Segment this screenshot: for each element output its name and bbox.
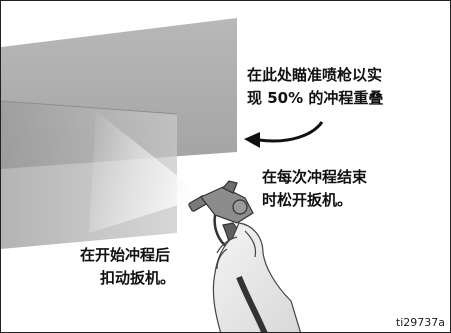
- release-callout-line-1: 在每次冲程结束: [262, 168, 368, 186]
- arrow-head: [244, 132, 260, 148]
- pull-callout-line-2: 扣动扳机。: [100, 269, 176, 287]
- hand: [212, 222, 302, 332]
- curved-arrow: [258, 121, 324, 143]
- spray-cone: [89, 111, 204, 233]
- aim-callout-line-1: 在此处瞄准喷枪以实: [247, 66, 383, 84]
- aim-callout-line-2: 现 50% 的冲程重叠: [247, 89, 384, 107]
- pull-callout-line-1: 在开始冲程后: [80, 246, 171, 264]
- pull-trigger-callout: 在开始冲程后 扣动扳机。: [80, 244, 175, 290]
- release-callout-line-2: 时松开扳机。: [262, 191, 353, 209]
- hose: [236, 275, 268, 332]
- band-overlap-edge: [1, 100, 178, 115]
- aim-callout: 在此处瞄准喷枪以实 现 50% 的冲程重叠: [247, 64, 383, 110]
- release-trigger-callout: 在每次冲程结束 时松开扳机。: [262, 166, 367, 212]
- figure-id: ti29737a: [395, 316, 445, 329]
